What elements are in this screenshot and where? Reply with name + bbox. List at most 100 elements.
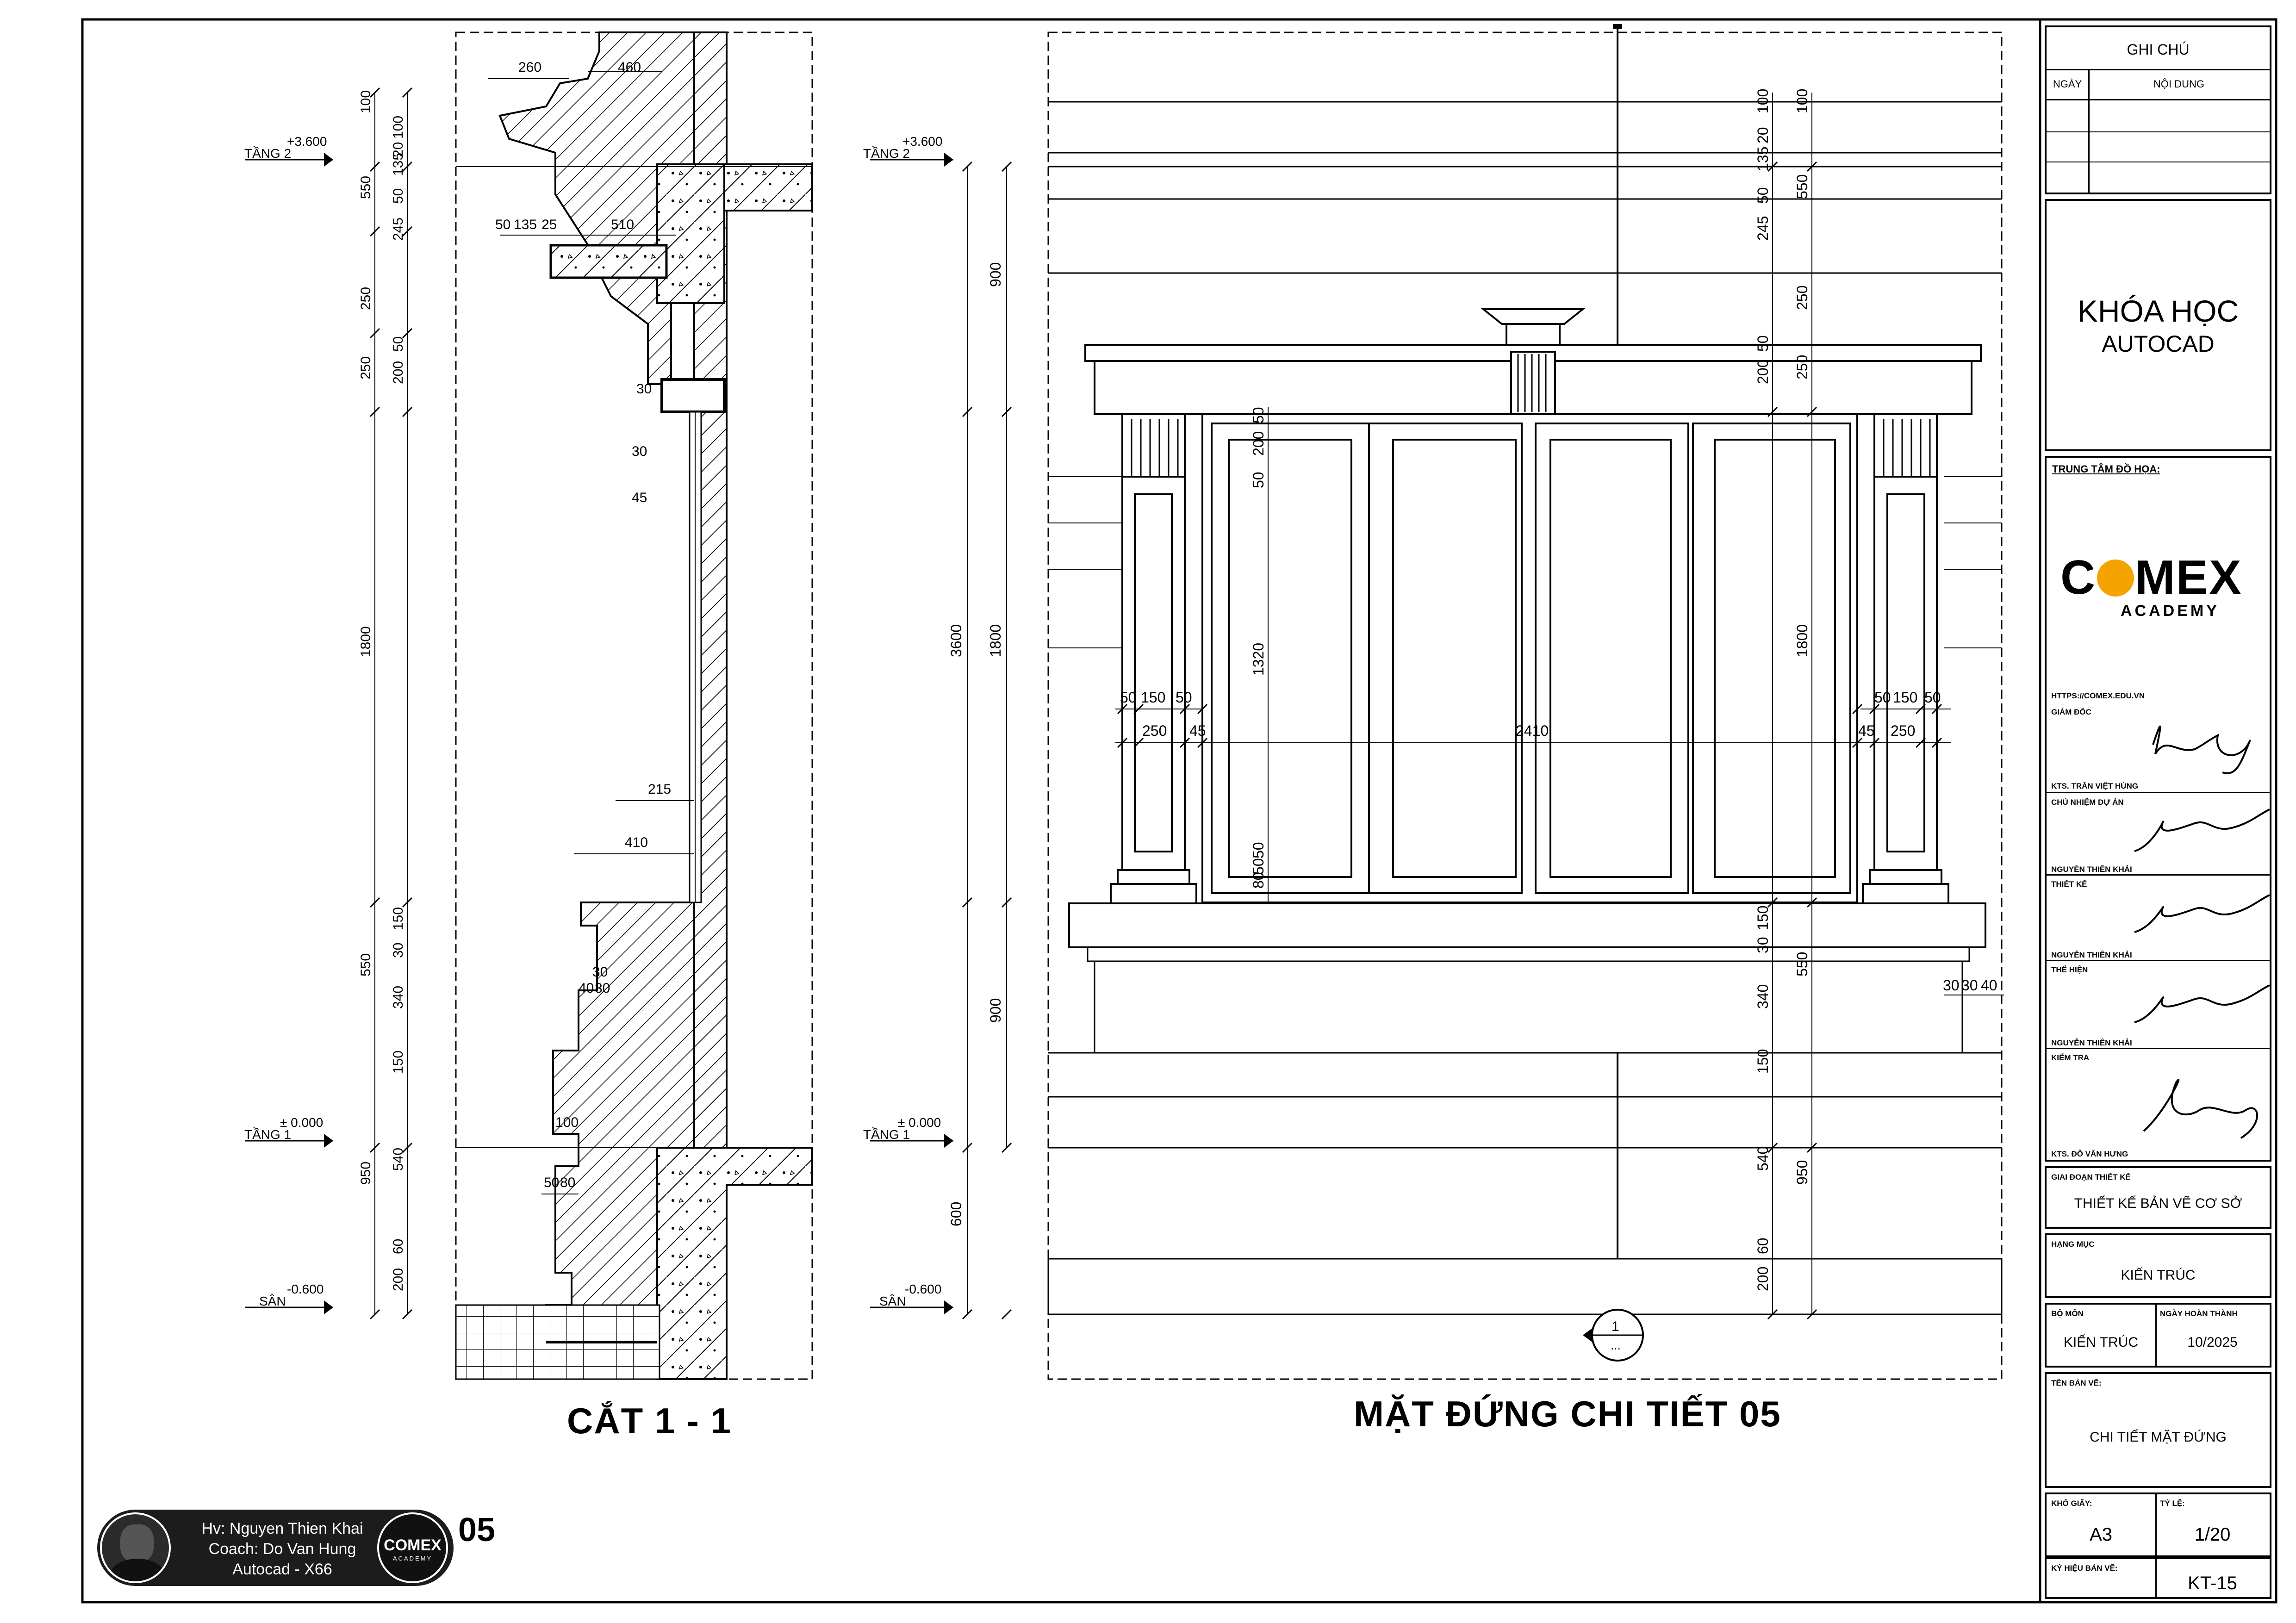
dimension-tick xyxy=(1806,1142,1817,1153)
dimension-tick xyxy=(402,1309,413,1320)
dimension-text: 30 xyxy=(391,943,406,958)
item-label: HẠNG MỤC xyxy=(2051,1240,2095,1249)
center-label: TRUNG TÂM ĐỒ HỌA: xyxy=(2052,463,2160,475)
level-markers xyxy=(245,153,953,1314)
dimension-tick xyxy=(1852,703,1863,715)
dimension-text: 245 xyxy=(391,218,406,241)
dimension-tick xyxy=(1806,161,1817,172)
drawing-name-value: CHI TIẾT MẶT ĐỨNG xyxy=(2090,1430,2227,1445)
elevation-frame xyxy=(1047,31,2003,1380)
execute-label: THỂ HIỆN xyxy=(2051,965,2088,974)
dept-box: BỘ MÔN KIẾN TRÚC NGÀY HOÀN THÀNH 10/2025 xyxy=(2045,1303,2271,1368)
dimension-text: 40 xyxy=(1981,977,1997,994)
dimension-tick xyxy=(402,328,413,339)
credit-course: Autocad - X66 xyxy=(232,1561,332,1578)
dimension-text: 2410 xyxy=(1516,722,1549,739)
dimension-text: 460 xyxy=(618,60,641,75)
dimension-tick xyxy=(1133,703,1144,715)
dimension-text: 100 xyxy=(391,116,406,139)
dimension-tick xyxy=(369,161,380,172)
dimension-text: 150 xyxy=(391,1051,406,1074)
dimension-text: 245 xyxy=(1755,216,1771,241)
badge-logo-circle: COMEX ACADEMY xyxy=(377,1512,448,1583)
dimension-text: 200 xyxy=(391,361,406,384)
dimension-text: 250 xyxy=(1891,722,1915,739)
dimension-text: 150 xyxy=(1893,689,1917,706)
dimension-text: 200 xyxy=(1755,360,1771,384)
dimension-text: 900 xyxy=(987,998,1004,1023)
badge-logo-sub: ACADEMY xyxy=(392,1555,433,1562)
done-label: NGÀY HOÀN THÀNH xyxy=(2160,1309,2238,1318)
level-label-tang1-left: TẦNG 1 xyxy=(244,1127,292,1142)
director-label: GIÁM ĐỐC xyxy=(2051,708,2091,716)
dimension-tick xyxy=(962,897,973,908)
dimension-text: 50 xyxy=(1250,407,1267,423)
sheet-border xyxy=(81,18,2277,1604)
dimension-tick xyxy=(1852,737,1863,748)
dimension-text: 50 xyxy=(391,336,406,352)
dimension-tick xyxy=(1931,703,1942,715)
dimension-tick xyxy=(1806,406,1817,417)
dimension-tick xyxy=(1767,1309,1778,1320)
dimension-text: 45 xyxy=(1858,722,1875,739)
notes-col-content: NỘI DUNG xyxy=(2153,78,2204,90)
dimension-text: 80 xyxy=(1250,872,1267,889)
dimension-text: 50 xyxy=(1755,335,1771,352)
design-label: THIẾT KẾ xyxy=(2051,880,2087,889)
dept-value: KIẾN TRÚC xyxy=(2063,1335,2139,1350)
dimension-tick xyxy=(402,87,413,98)
credit-number: 05 xyxy=(458,1511,496,1548)
dimension-text: 50 xyxy=(1176,689,1192,706)
signature-check xyxy=(2143,1079,2258,1139)
section-marker xyxy=(1583,1309,1644,1362)
dimension-tick xyxy=(1197,703,1208,715)
credit-badge: Hv: Nguyen Thien Khai Coach: Do Van Hung… xyxy=(97,1510,454,1586)
pilaster-right xyxy=(1862,413,1949,904)
dimension-text: 50 xyxy=(1250,472,1267,488)
dimension-text: 20 xyxy=(391,142,406,157)
dimension-text: 50 xyxy=(495,217,510,232)
scale-label: TỶ LỆ: xyxy=(2160,1499,2185,1508)
dimension-text: 50 xyxy=(1120,689,1137,706)
dimension-tick xyxy=(369,1309,380,1320)
dimension-tick xyxy=(1179,737,1190,748)
dimension-tick xyxy=(1001,1142,1012,1153)
dimension-text: 250 xyxy=(1794,286,1811,310)
dimension-tick xyxy=(402,226,413,237)
dimension-text: 25 xyxy=(541,217,557,232)
signature-director xyxy=(2152,725,2251,774)
urn-ornament xyxy=(1481,308,1586,415)
level-label-tang1-right: TẦNG 1 xyxy=(863,1127,910,1142)
dimension-text: 45 xyxy=(632,490,647,505)
dimension-text: 550 xyxy=(358,176,373,199)
paper-value: A3 xyxy=(2090,1524,2112,1545)
dimension-tick xyxy=(1767,161,1778,172)
dimension-tick xyxy=(369,328,380,339)
pilaster-left xyxy=(1110,413,1197,904)
dimension-text: 510 xyxy=(611,217,634,232)
title-block: GHI CHÚ NGÀY NỘI DUNG KHÓA HỌC AUTOCAD T… xyxy=(2045,25,2271,1599)
check-label: KIỂM TRA xyxy=(2051,1053,2090,1062)
code-label: KÝ HIỆU BẢN VẼ: xyxy=(2051,1564,2118,1573)
dimension-text: 100 xyxy=(358,90,373,113)
dimension-tick xyxy=(962,1309,973,1320)
dimension-tick xyxy=(1117,737,1128,748)
badge-logo-text: COMEX xyxy=(384,1536,442,1554)
dimension-tick xyxy=(1767,406,1778,417)
dimension-text: 410 xyxy=(625,835,648,850)
dimension-text: 30 xyxy=(1943,977,1960,994)
stage-label: GIAI ĐOẠN THIẾT KẾ xyxy=(2051,1173,2131,1181)
done-value: 10/2025 xyxy=(2187,1335,2238,1350)
beam-upper xyxy=(656,163,725,304)
dimension-tick xyxy=(1915,703,1926,715)
dimension-text: 30 xyxy=(592,964,608,980)
dimension-tick xyxy=(1915,737,1926,748)
section-marker-number: 1 xyxy=(1612,1319,1619,1334)
notes-header: GHI CHÚ xyxy=(2127,41,2190,58)
dimension-text: 260 xyxy=(518,60,541,75)
dimension-tick xyxy=(369,87,380,98)
level-label-san-left: SÂN xyxy=(259,1294,286,1308)
